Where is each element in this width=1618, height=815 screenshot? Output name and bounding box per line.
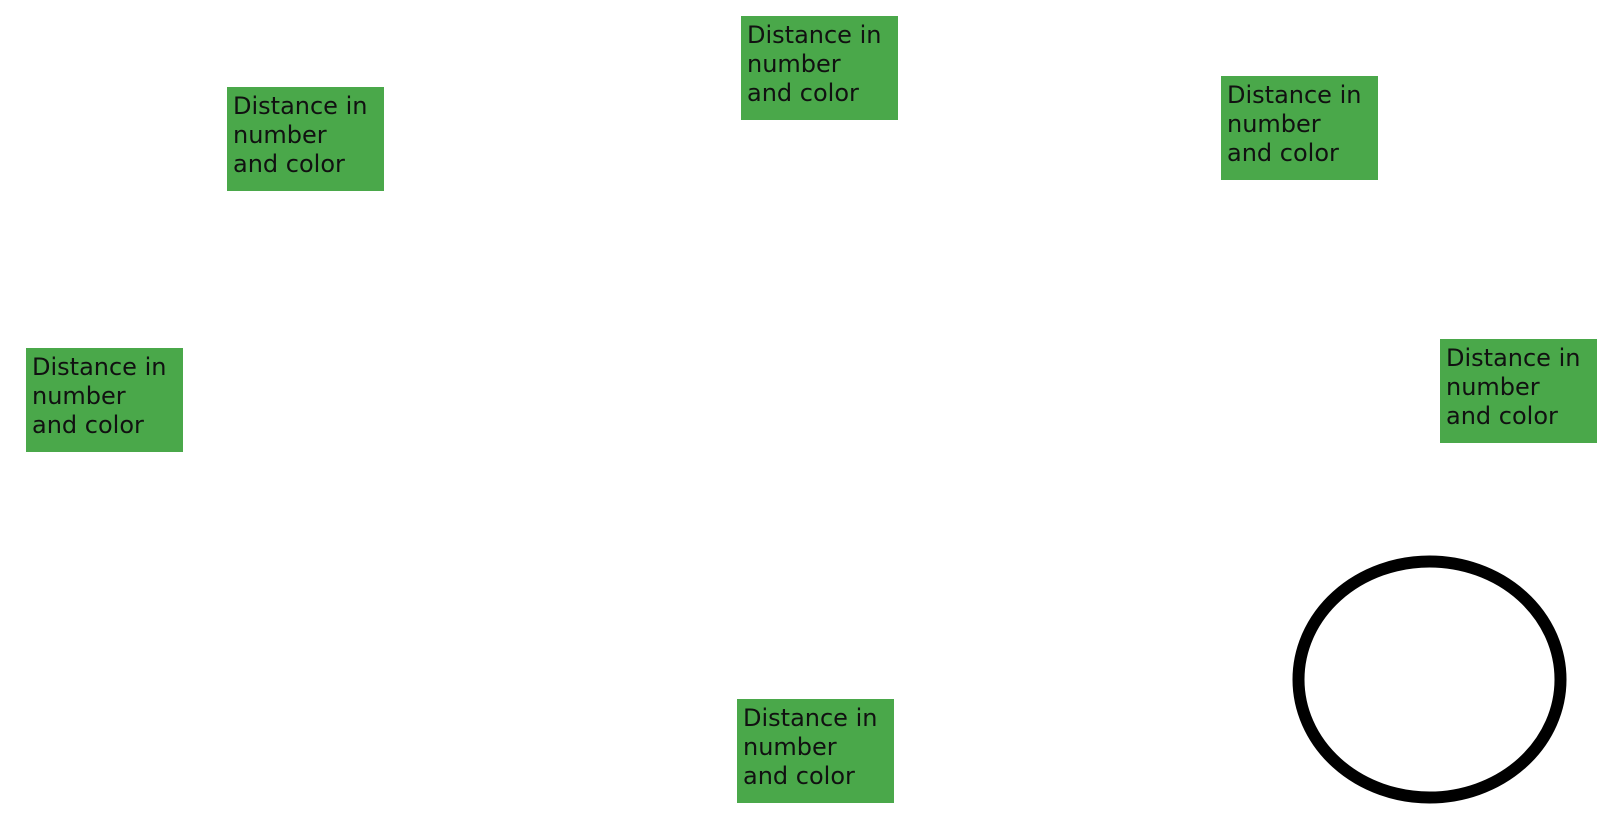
ring-ellipse <box>1292 555 1567 804</box>
distance-label-box: Distance in number and color <box>741 16 898 120</box>
distance-label-box: Distance in number and color <box>227 87 384 191</box>
distance-label-box: Distance in number and color <box>737 699 894 803</box>
distance-label-box: Distance in number and color <box>1221 76 1378 180</box>
distance-label-box: Distance in number and color <box>26 348 183 452</box>
ring-circle <box>1292 555 1567 804</box>
distance-label-box: Distance in number and color <box>1440 339 1597 443</box>
